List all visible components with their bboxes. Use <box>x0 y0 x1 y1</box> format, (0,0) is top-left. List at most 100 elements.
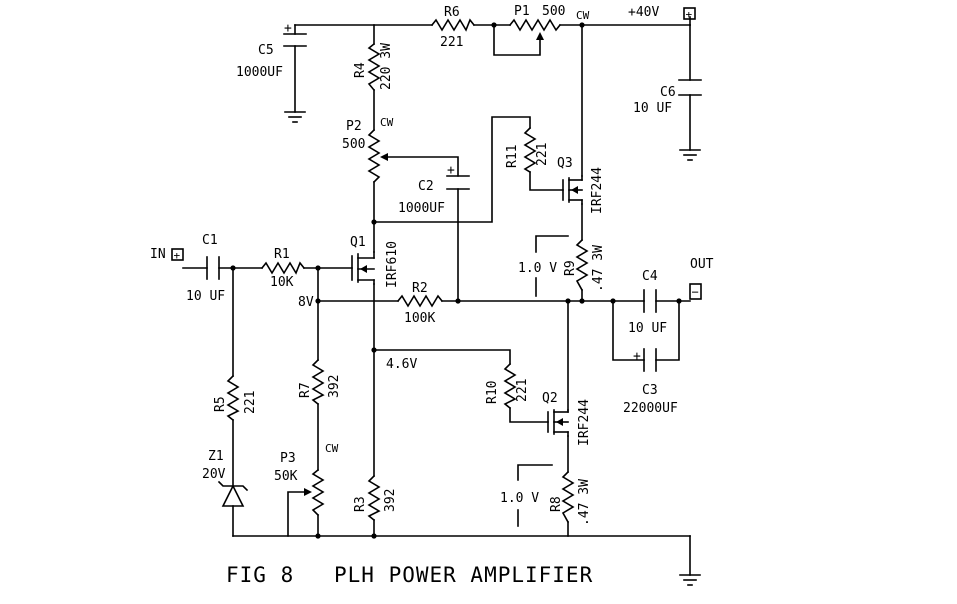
p1-symbol <box>508 18 562 32</box>
ground-symbols <box>284 111 701 586</box>
r10-ref: R10 <box>485 381 500 404</box>
r3-symbol <box>367 474 381 522</box>
figure-number: FIG 8 <box>226 563 294 587</box>
c5-plus-mark: + <box>284 21 292 36</box>
r6-symbol <box>430 18 476 32</box>
r5-symbol <box>226 374 240 422</box>
r4-value: 220 3W <box>379 43 394 90</box>
p3-cw: CW <box>325 442 339 455</box>
r8-ref: R8 <box>549 496 564 512</box>
resistors <box>226 18 589 524</box>
c2-ref: C2 <box>418 179 434 194</box>
ground-c5-icon <box>284 111 306 123</box>
mosfet-q3-symbol <box>562 175 583 205</box>
r9-value: .47 3W <box>591 245 606 292</box>
r6-value: 221 <box>440 35 463 50</box>
p1-ref: P1 <box>514 4 530 19</box>
r8-drop-label: 1.0 V <box>500 491 539 506</box>
r7-symbol <box>311 358 325 406</box>
supply-terminal-sign: + <box>686 8 693 21</box>
r5-ref: R5 <box>213 396 228 412</box>
q1-part: IRF610 <box>385 241 400 288</box>
p1-wiper-arrow <box>536 32 544 40</box>
p2-value: 500 <box>342 137 365 152</box>
c3-ref: C3 <box>642 383 658 398</box>
mosfet-q1-symbol <box>351 251 375 285</box>
p3-ref: P3 <box>280 451 296 466</box>
r9-drop-label: 1.0 V <box>518 261 557 276</box>
r11-value: 221 <box>535 143 550 166</box>
zener-z1-symbol <box>217 480 249 507</box>
q2-ref: Q2 <box>542 391 558 406</box>
wires <box>182 16 691 576</box>
r1-ref: R1 <box>274 247 290 262</box>
r1-value: 10K <box>270 275 294 290</box>
r11-symbol <box>523 126 537 174</box>
q3-ref: Q3 <box>557 156 573 171</box>
r4-symbol <box>367 42 381 92</box>
r2-value: 100K <box>404 311 435 326</box>
p3-value: 50K <box>274 469 298 484</box>
r10-symbol <box>503 362 517 410</box>
q2-part: IRF244 <box>577 399 592 446</box>
p1-cw: CW <box>576 9 590 22</box>
r2-ref: R2 <box>412 281 428 296</box>
p2-cw: CW <box>380 116 394 129</box>
p2-wiper-arrow <box>380 153 388 161</box>
z1-value: 20V <box>202 467 226 482</box>
q3-part: IRF244 <box>590 167 605 214</box>
r3-ref: R3 <box>353 496 368 512</box>
voltage-brackets <box>517 235 569 527</box>
c5-value: 1000UF <box>236 65 283 80</box>
terminals <box>171 7 702 300</box>
r8-value: .47 3W <box>577 479 592 526</box>
ground-main-icon <box>679 574 701 586</box>
r5-value: 221 <box>243 391 258 414</box>
output-label: OUT <box>690 257 714 272</box>
r9-ref: R9 <box>563 260 578 276</box>
supply-label: +40V <box>628 5 659 20</box>
r10-value: 221 <box>515 379 530 402</box>
c4-value: 10 UF <box>628 321 667 336</box>
capacitors <box>206 33 702 372</box>
p3-wiper-arrow <box>304 488 312 496</box>
r6-ref: R6 <box>444 5 460 20</box>
r8-symbol <box>561 470 575 524</box>
ground-c6-icon <box>679 149 701 161</box>
c3-plus-mark: + <box>633 349 641 364</box>
input-terminal-sign: + <box>174 249 181 262</box>
r7-value: 392 <box>327 375 342 398</box>
c6-value: 10 UF <box>633 101 672 116</box>
r11-ref: R11 <box>505 145 520 168</box>
r7-ref: R7 <box>298 382 313 398</box>
node-4-6v-label: 4.6V <box>386 357 417 372</box>
junctions <box>230 22 682 539</box>
mosfet-q2-symbol <box>547 409 569 437</box>
c2-plus-mark: + <box>447 163 455 178</box>
r1-symbol <box>260 261 306 275</box>
c2-value: 1000UF <box>398 201 445 216</box>
output-terminal-sign: − <box>692 285 699 299</box>
z1-ref: Z1 <box>208 449 224 464</box>
p2-symbol <box>367 128 381 184</box>
r9-symbol <box>575 238 589 292</box>
node-8v-label: 8V <box>298 295 314 310</box>
output-terminal-icon <box>689 283 702 300</box>
r4-ref: R4 <box>353 62 368 78</box>
p3-symbol <box>311 468 325 517</box>
q1-ref: Q1 <box>350 235 366 250</box>
p2-ref: P2 <box>346 119 362 134</box>
c6-ref: C6 <box>660 85 676 100</box>
c4-ref: C4 <box>642 269 658 284</box>
c1-ref: C1 <box>202 233 218 248</box>
input-label: IN <box>150 247 166 262</box>
c1-value: 10 UF <box>186 289 225 304</box>
c3-value: 22000UF <box>623 401 678 416</box>
input-terminal-icon <box>171 248 184 261</box>
p1-value: 500 <box>542 4 565 19</box>
r2-symbol <box>396 294 444 308</box>
labels: + + − + + + IN OUT +40V R6 221 P1 500 CW… <box>150 4 714 587</box>
supply-terminal-icon <box>683 7 696 20</box>
figure-title: PLH POWER AMPLIFIER <box>334 563 593 587</box>
